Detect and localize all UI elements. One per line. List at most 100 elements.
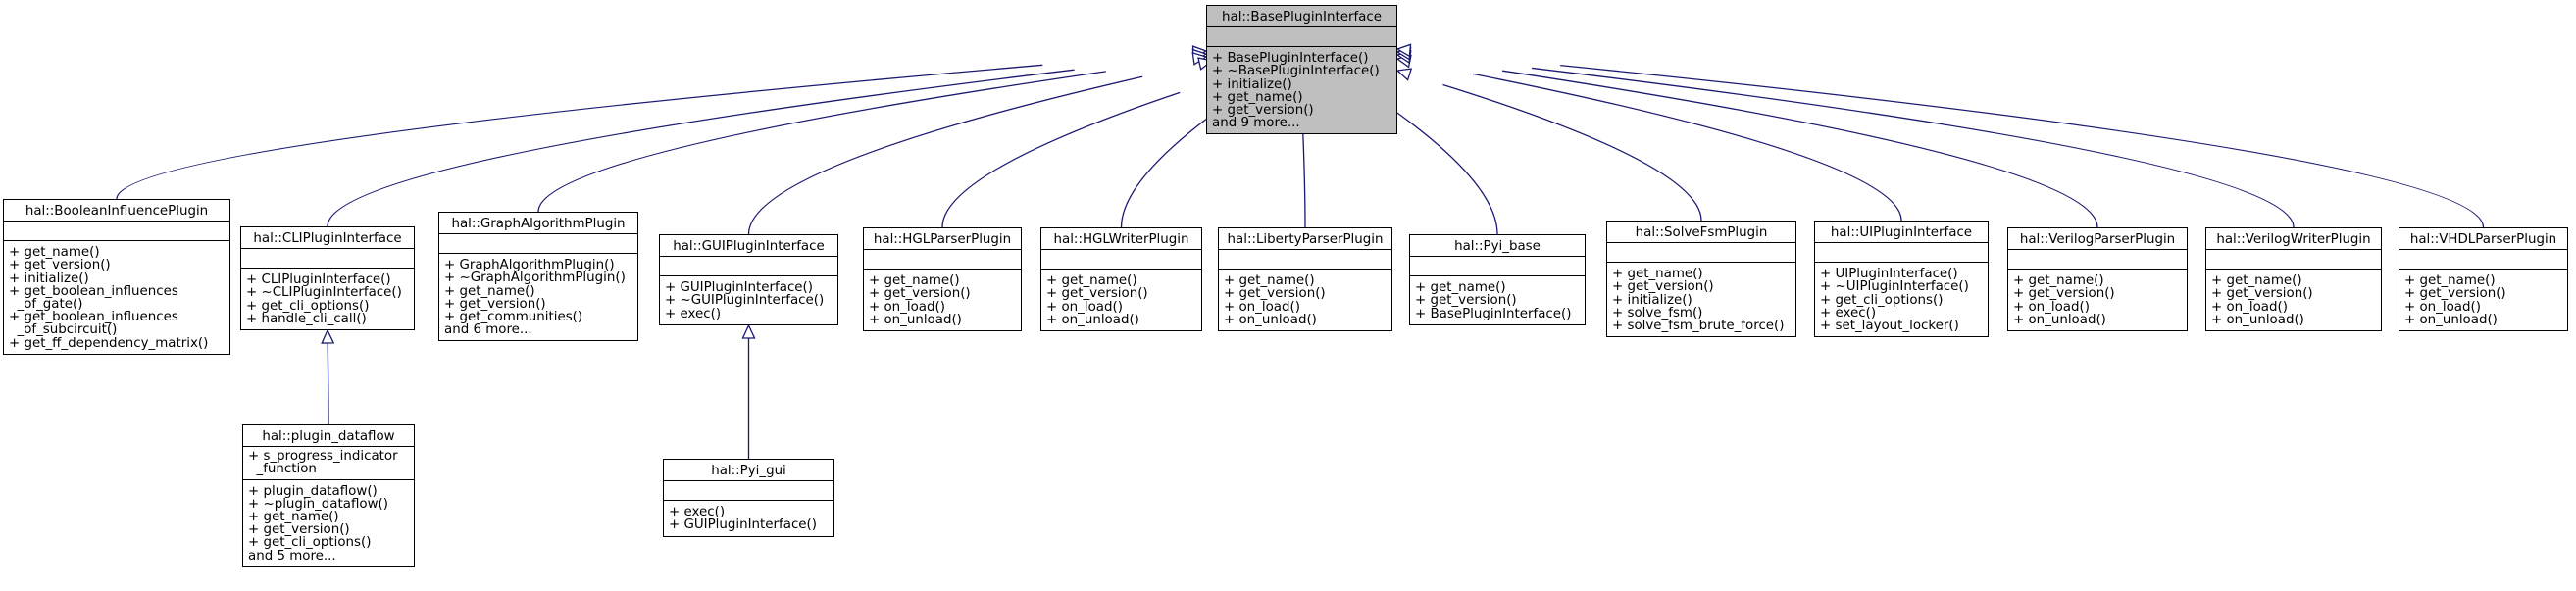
operation-line: + on_load() bbox=[1224, 299, 1300, 315]
class-attributes bbox=[4, 221, 229, 240]
operation-line: + on_unload() bbox=[1224, 312, 1317, 327]
operation-line: + ~plugin_dataflow() bbox=[248, 496, 388, 512]
operation-line: + initialize() bbox=[9, 271, 89, 286]
class-operations: + get_name()+ get_version()+ on_load()+ … bbox=[1041, 269, 1201, 330]
class-title: hal::GraphAlgorithmPlugin bbox=[451, 217, 626, 231]
class-title: hal::CLIPluginInterface bbox=[253, 231, 402, 246]
inheritance-edge-cli bbox=[327, 69, 1075, 227]
inheritance-edge-verilogparser bbox=[1502, 70, 2098, 228]
class-node-ui[interactable]: hal::UIPluginInterface+ UIPluginInterfac… bbox=[1814, 221, 1989, 338]
inheritance-edge-verilogwriter bbox=[1532, 67, 2295, 228]
inheritance-edge-graphalg bbox=[537, 71, 1106, 213]
class-operations: + BasePluginInterface()+ ~BasePluginInte… bbox=[1207, 46, 1396, 133]
operation-line: + get_name() bbox=[9, 245, 100, 261]
operation-line: + get_version() bbox=[9, 258, 111, 273]
operation-line: + get_name() bbox=[248, 510, 339, 525]
class-node-liberty[interactable]: hal::LibertyParserPlugin+ get_name()+ ge… bbox=[1218, 227, 1392, 332]
operation-line: and 9 more... bbox=[1212, 116, 1300, 131]
operation-line: + exec() bbox=[665, 306, 722, 321]
operation-line: and 5 more... bbox=[248, 548, 336, 564]
operation-line: + get_name() bbox=[1046, 273, 1137, 289]
operation-line: + on_load() bbox=[1046, 299, 1123, 315]
operation-line: + get_version() bbox=[1224, 286, 1326, 302]
class-attributes bbox=[864, 249, 1021, 269]
class-operations: + get_name()+ get_version()+ on_load()+ … bbox=[2008, 269, 2187, 330]
class-node-solvefsm[interactable]: hal::SolveFsmPlugin+ get_name()+ get_ver… bbox=[1606, 221, 1796, 338]
class-title: hal::VHDLParserPlugin bbox=[2409, 232, 2557, 247]
operation-line: _of_gate() bbox=[9, 297, 83, 313]
operation-line: + get_version() bbox=[869, 286, 971, 302]
class-operations: + GraphAlgorithmPlugin()+ ~GraphAlgorith… bbox=[439, 253, 637, 340]
class-node-base[interactable]: hal::BasePluginInterface+ BasePluginInte… bbox=[1206, 5, 1397, 135]
operation-line: + get_version() bbox=[1612, 279, 1714, 295]
operation-line: + get_name() bbox=[2211, 273, 2302, 289]
operation-line: + exec() bbox=[669, 505, 726, 520]
operation-line: + exec() bbox=[1820, 305, 1877, 320]
class-operations: + CLIPluginInterface()+ ~CLIPluginInterf… bbox=[241, 268, 414, 329]
class-title: hal::SolveFsmPlugin bbox=[1635, 225, 1768, 240]
operation-line: + set_layout_locker() bbox=[1820, 319, 1959, 334]
operation-line: + get_name() bbox=[1415, 280, 1506, 296]
operation-line: + on_unload() bbox=[2211, 312, 2304, 327]
operation-line: + BasePluginInterface() bbox=[1415, 306, 1572, 321]
operation-line: + on_load() bbox=[2404, 299, 2481, 315]
operation-line: + ~GUIPluginInterface() bbox=[665, 293, 825, 309]
operation-line: + on_load() bbox=[2211, 299, 2288, 315]
operation-line: + GUIPluginInterface() bbox=[665, 280, 813, 296]
class-attributes bbox=[1815, 242, 1988, 262]
operation-line: + ~UIPluginInterface() bbox=[1820, 279, 1969, 295]
class-operations: + get_name()+ get_version()+ on_load()+ … bbox=[2206, 269, 2381, 330]
class-title: hal::VerilogWriterPlugin bbox=[2216, 232, 2371, 247]
operation-line: + plugin_dataflow() bbox=[248, 483, 378, 499]
operation-line: + get_name() bbox=[1224, 273, 1315, 289]
operation-line: + BasePluginInterface() bbox=[1212, 51, 1369, 67]
operation-line: + get_cli_options() bbox=[246, 298, 370, 314]
class-operations: + exec()+ GUIPluginInterface() bbox=[664, 500, 833, 535]
class-node-pyibase[interactable]: hal::Pyi_base+ get_name()+ get_version()… bbox=[1409, 234, 1586, 325]
inheritance-edge-hglparser bbox=[941, 91, 1181, 228]
class-operations: + plugin_dataflow()+ ~plugin_dataflow()+… bbox=[243, 478, 414, 566]
class-attributes bbox=[2206, 249, 2381, 269]
operation-line: + ~BasePluginInterface() bbox=[1212, 64, 1380, 79]
operation-line: + get_name() bbox=[2013, 273, 2104, 289]
operation-line: + ~GraphAlgorithmPlugin() bbox=[444, 271, 626, 286]
inheritance-edge-vhdl bbox=[1560, 65, 2485, 228]
operation-line: + get_version() bbox=[2013, 286, 2115, 302]
class-node-graphalg[interactable]: hal::GraphAlgorithmPlugin+ GraphAlgorith… bbox=[438, 212, 638, 342]
operation-line: + get_version() bbox=[444, 296, 546, 312]
class-operations: + GUIPluginInterface()+ ~GUIPluginInterf… bbox=[660, 275, 837, 324]
class-title: hal::BasePluginInterface bbox=[1222, 10, 1382, 25]
class-operations: + get_name()+ get_version()+ initialize(… bbox=[1607, 262, 1795, 336]
operation-line: + initialize() bbox=[1612, 292, 1692, 308]
class-node-vhdl[interactable]: hal::VHDLParserPlugin+ get_name()+ get_v… bbox=[2399, 227, 2568, 332]
class-attributes bbox=[660, 256, 837, 275]
class-title: hal::LibertyParserPlugin bbox=[1227, 232, 1384, 247]
class-operations: + get_name()+ get_version()+ initialize(… bbox=[4, 240, 229, 354]
attribute-line: _function bbox=[248, 462, 317, 477]
class-node-verilogparser[interactable]: hal::VerilogParserPlugin+ get_name()+ ge… bbox=[2007, 227, 2188, 332]
class-node-dataflow[interactable]: hal::plugin_dataflow+ s_progress_indicat… bbox=[242, 424, 415, 567]
inheritance-arrowhead-solvefsm bbox=[1395, 68, 1413, 81]
operation-line: + on_unload() bbox=[2404, 312, 2498, 327]
class-attributes bbox=[1041, 249, 1201, 269]
class-title: hal::plugin_dataflow bbox=[262, 429, 395, 444]
operation-line: + get_name() bbox=[1612, 267, 1703, 282]
operation-line: + on_unload() bbox=[2013, 312, 2106, 327]
operation-line: + get_version() bbox=[1415, 293, 1517, 309]
class-node-hglwriter[interactable]: hal::HGLWriterPlugin+ get_name()+ get_ve… bbox=[1040, 227, 1202, 332]
class-node-cli[interactable]: hal::CLIPluginInterface+ CLIPluginInterf… bbox=[240, 226, 415, 331]
class-node-gui[interactable]: hal::GUIPluginInterface+ GUIPluginInterf… bbox=[659, 234, 838, 325]
operation-line: + get_cli_options() bbox=[1820, 292, 1944, 308]
class-attributes bbox=[241, 248, 414, 268]
class-node-verilogwriter[interactable]: hal::VerilogWriterPlugin+ get_name()+ ge… bbox=[2205, 227, 2382, 332]
class-title: hal::UIPluginInterface bbox=[1830, 225, 1973, 240]
inheritance-arrowhead-dataflow bbox=[321, 328, 335, 344]
class-node-boolean[interactable]: hal::BooleanInfluencePlugin+ get_name()+… bbox=[3, 199, 230, 355]
class-attributes bbox=[439, 233, 637, 253]
operation-line: + get_name() bbox=[444, 283, 535, 299]
operation-line: + get_communities() bbox=[444, 310, 583, 325]
class-node-hglparser[interactable]: hal::HGLParserPlugin+ get_name()+ get_ve… bbox=[863, 227, 1022, 332]
inheritance-edge-solvefsm bbox=[1442, 83, 1702, 222]
class-node-pyigui[interactable]: hal::Pyi_gui+ exec()+ GUIPluginInterface… bbox=[663, 459, 834, 537]
